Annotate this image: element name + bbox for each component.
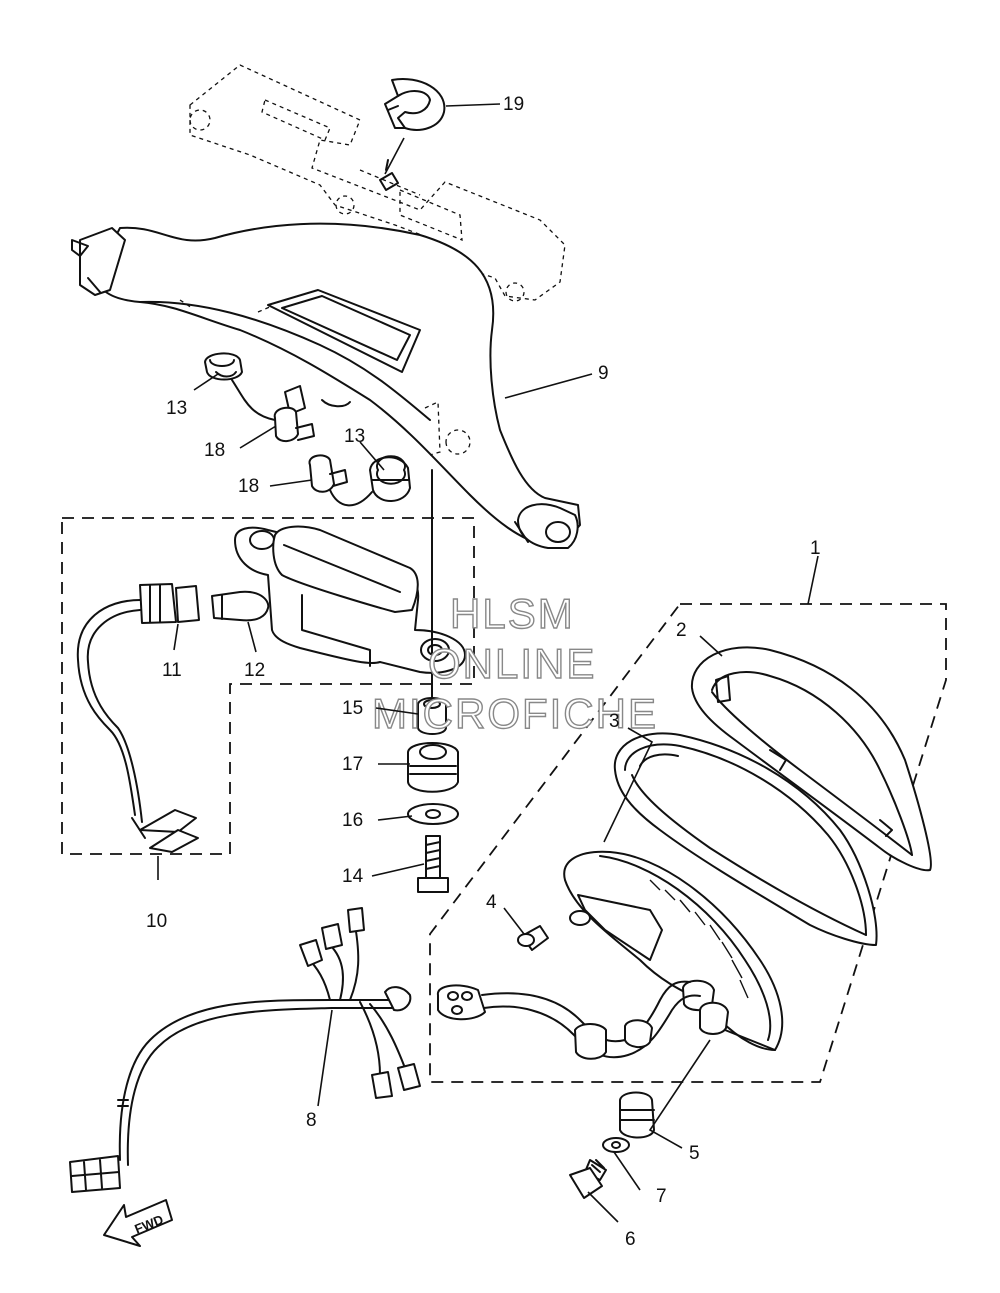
part-10-license-light-housing	[234, 525, 466, 674]
group-1-outline	[429, 603, 947, 1083]
callout-6: 6	[625, 1229, 636, 1250]
part-7-washer	[602, 1137, 630, 1153]
part-19-clamp	[384, 78, 446, 131]
watermark-line-2: ONLINE	[428, 640, 596, 687]
callout-9: 9	[598, 363, 609, 384]
part-2-lens	[690, 646, 932, 872]
part-5-grommet	[619, 1091, 655, 1139]
leader-lines	[157, 103, 819, 1223]
part-8-wire-harness	[69, 907, 421, 1193]
callout-14: 14	[342, 866, 364, 887]
part-14-bolt	[417, 835, 449, 893]
part-1-taillight-body	[563, 850, 784, 1051]
callout-18-upper: 18	[204, 440, 225, 461]
callout-16: 16	[342, 810, 363, 831]
part-3-gasket	[613, 732, 878, 946]
callout-13-lower: 13	[344, 426, 365, 447]
callout-17: 17	[342, 754, 363, 775]
part-4-screw	[517, 925, 549, 951]
fwd-arrow-icon: FWD	[103, 1199, 173, 1247]
part-19-mount-bracket	[189, 64, 566, 302]
part-16-washer	[407, 803, 459, 825]
part-12-bulb	[211, 590, 270, 622]
callout-19: 19	[503, 94, 524, 115]
callout-11: 11	[162, 660, 182, 681]
watermark: HLSM ONLINE MICROFICHE	[371, 589, 658, 737]
part-9-taillight-housing	[71, 222, 581, 549]
part-11-bulb-socket	[76, 583, 200, 823]
part-18-clamp-lower	[308, 454, 373, 507]
part-17-rubber-grommet	[407, 742, 459, 793]
part-15-collar	[417, 697, 447, 735]
group-10-outline	[61, 517, 475, 855]
part-6-tapping-screw	[569, 1159, 607, 1199]
watermark-line-1: HLSM	[450, 590, 575, 637]
watermark-line-3: MICROFICHE	[372, 690, 658, 737]
callout-7: 7	[656, 1186, 667, 1207]
part-13-grommet-upper	[204, 352, 243, 381]
callout-2: 2	[676, 620, 687, 641]
callout-4: 4	[486, 892, 497, 913]
part-1-wire-harness	[437, 980, 701, 1060]
callout-3: 3	[609, 711, 620, 732]
callout-8: 8	[306, 1110, 317, 1131]
callout-10: 10	[146, 911, 167, 932]
callout-5: 5	[689, 1143, 700, 1164]
callout-18-lower: 18	[238, 476, 259, 497]
callout-labels: 1 2 3 4 5 6 7 8 9 10 11 12 13 13 14 15 1…	[146, 94, 821, 1250]
callout-15: 15	[342, 698, 363, 719]
callout-12: 12	[244, 660, 265, 681]
part-11-wire-terminals	[131, 809, 199, 853]
callout-13-upper: 13	[166, 398, 187, 419]
callout-1: 1	[810, 538, 821, 559]
part-18-clamp-upper	[231, 379, 315, 442]
part-13-grommet-lower	[369, 455, 411, 502]
